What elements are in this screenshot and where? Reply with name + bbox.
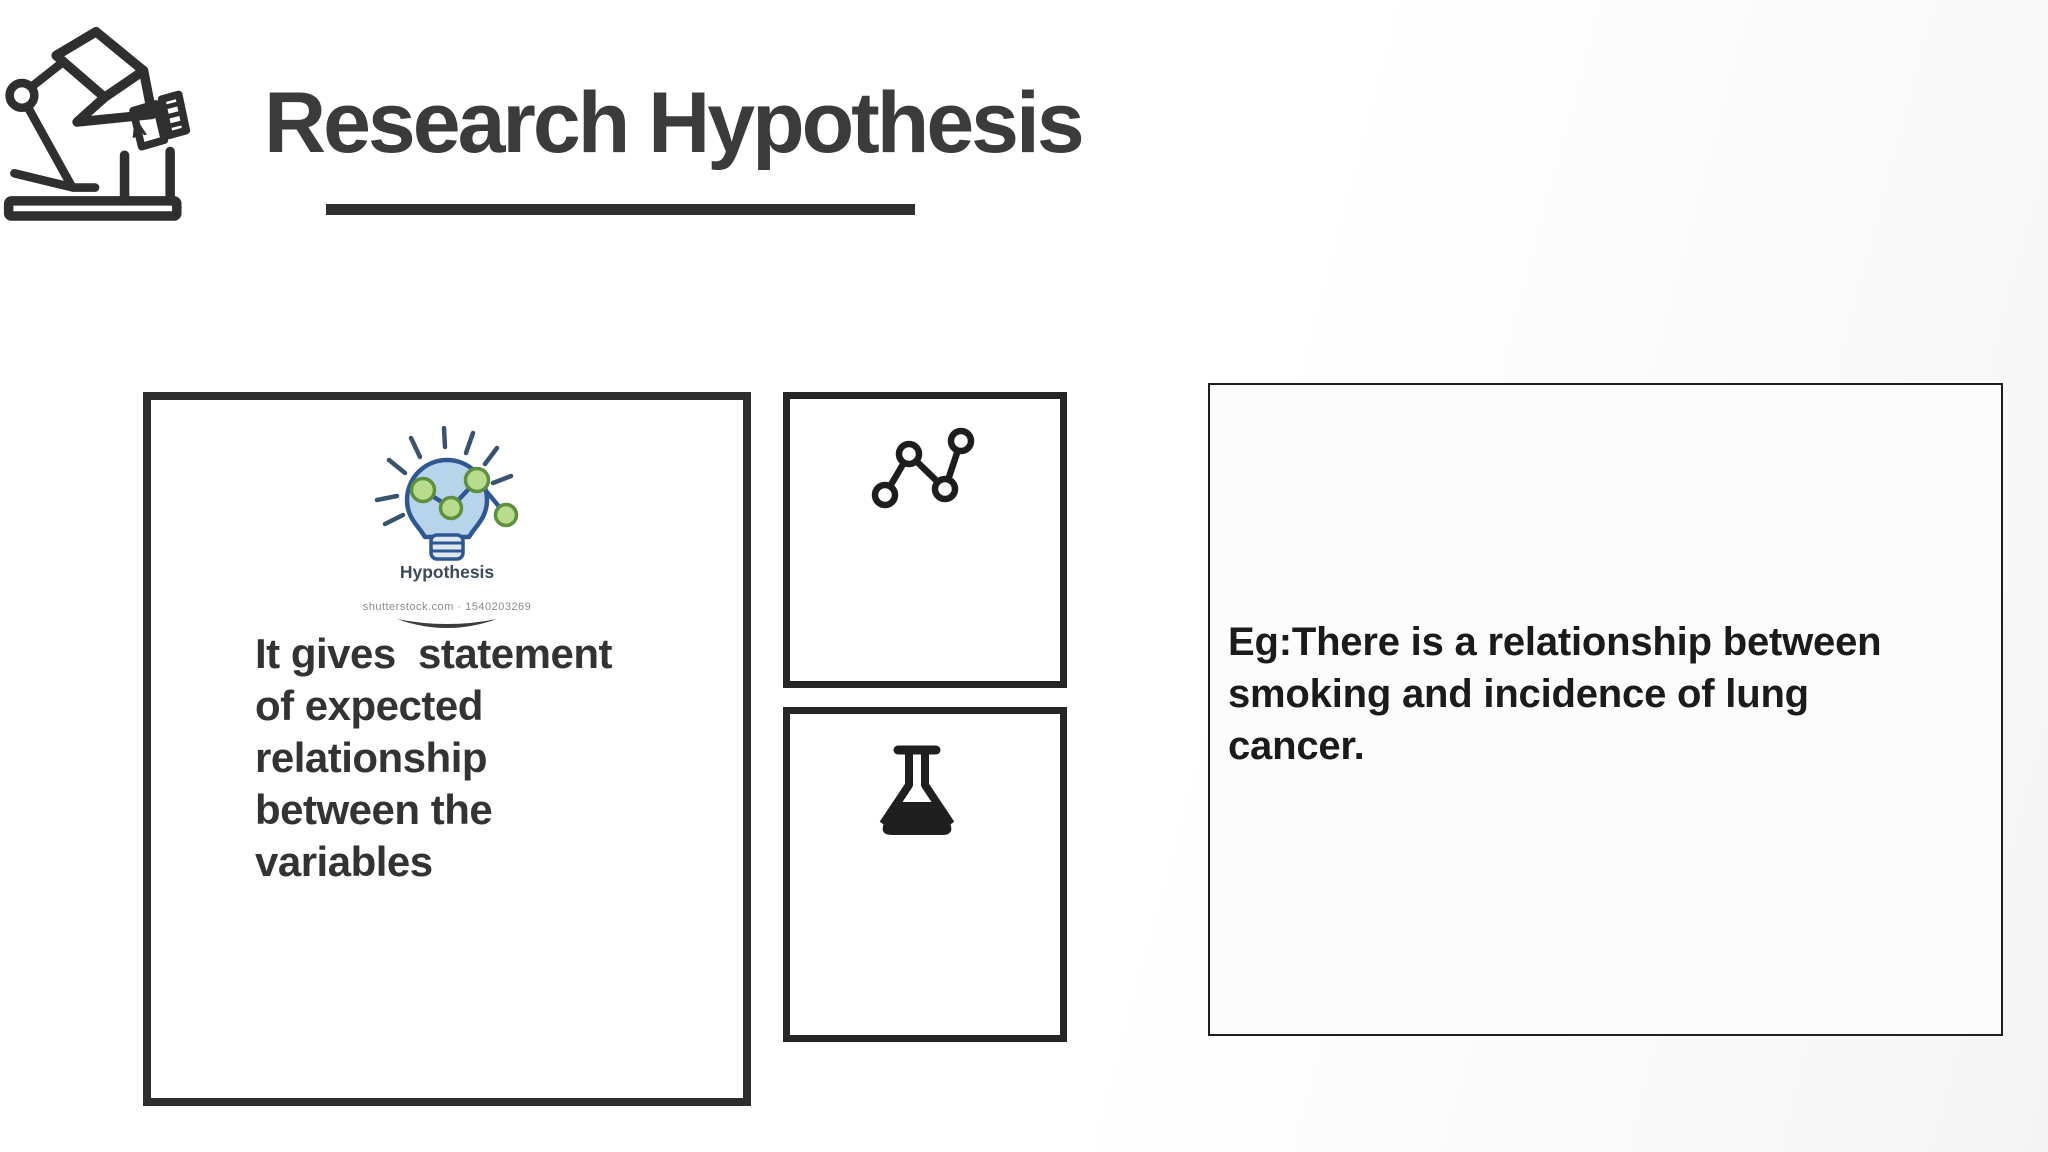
text-line: variables	[255, 838, 433, 885]
watermark-text: shutterstock.com · 1540203269	[362, 601, 532, 613]
shadow-arc	[397, 619, 497, 628]
title-underline	[326, 204, 915, 215]
lamp-leg	[23, 102, 76, 190]
bulb-base	[429, 533, 465, 561]
text-line: relationship	[255, 734, 488, 781]
definition-text: It gives statement of expected relations…	[255, 628, 612, 888]
text-line: smoking and incidence of lung	[1228, 672, 1809, 716]
pencil-notches	[163, 101, 184, 129]
ruler-letter: A	[127, 115, 149, 143]
lamp-joint	[5, 78, 39, 113]
pencil	[157, 90, 191, 140]
text-line: Eg:There is a relationship between	[1228, 620, 1882, 664]
network-nodes	[409, 466, 519, 528]
chart-icon-card	[783, 392, 1067, 688]
lamp-base	[3, 196, 182, 221]
definition-card: Hypothesis shutterstock.com · 1540203269…	[143, 392, 751, 1106]
lightbulb-network-illustration: Hypothesis	[374, 426, 519, 582]
flask-icon-card	[783, 707, 1067, 1042]
example-text: Eg:There is a relationship between smoki…	[1228, 616, 1882, 772]
example-card: Eg:There is a relationship between smoki…	[1208, 383, 2003, 1036]
text-line: cancer.	[1228, 724, 1365, 768]
bulb-rays	[374, 426, 514, 527]
ruler	[129, 100, 169, 151]
pen-cup	[119, 146, 175, 206]
lamp-foot	[10, 169, 100, 192]
lamp-arm	[27, 57, 68, 92]
bulb-base-stripes	[431, 541, 463, 553]
desk-lamp-icon: A	[3, 27, 191, 221]
lamp-shade-cap	[51, 27, 149, 103]
page-title: Research Hypothesis	[264, 75, 1085, 171]
lamp-shade-cone	[72, 65, 157, 127]
flask-icon	[879, 745, 955, 835]
text-line: of expected	[255, 682, 483, 729]
line-chart-nodes-icon	[871, 427, 975, 509]
text-line: between the	[255, 786, 493, 833]
hypothesis-label: Hypothesis	[400, 562, 495, 582]
network-links	[421, 476, 508, 517]
text-line: It gives statement	[255, 630, 612, 677]
